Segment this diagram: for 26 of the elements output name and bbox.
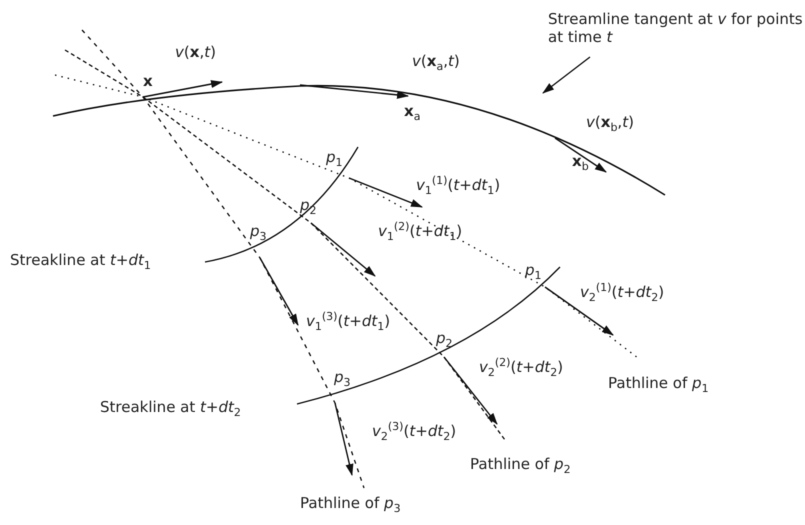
velocity-label: v$_{2}$$^{(1)}$(t+dt$_{2}$)	[580, 283, 664, 301]
particle-label: p$_{3}$	[250, 222, 267, 240]
velocity-label: v(x,t)	[175, 43, 216, 61]
particle-label: p$_{2}$	[300, 196, 317, 214]
streakline-label: Streakline at t+dt$_{2}$	[100, 398, 241, 416]
velocity-label: v$_{1}$$^{(3)}$(t+dt$_{1}$)	[306, 312, 390, 330]
velocity-label: v$_{2}$$^{(3)}$(t+dt$_{2}$)	[372, 422, 456, 440]
particle-label: p$_{3}$	[334, 368, 351, 386]
particle-label: p$_{2}$	[436, 329, 453, 347]
callout-text: Streamline tangent at v for points at time t	[548, 10, 803, 46]
velocity-label: v(x$_{a}$,t)	[412, 52, 460, 70]
particle-label: p$_{1}$	[326, 148, 343, 166]
position-label: x$_{a}$	[404, 102, 420, 120]
velocity-label: v$_{2}$$^{(2)}$(t+dt$_{2}$)	[479, 358, 564, 376]
velocity-label: v$_{1}$$^{(2)}$(t+dt$_{1}$)	[378, 222, 462, 240]
position-label: x	[143, 72, 153, 90]
streakline-label: Streakline at t+dt$_{1}$	[10, 251, 151, 269]
leader-line	[542, 56, 590, 94]
pathline-label: Pathline of p$_{3}$	[300, 494, 401, 512]
velocity-label: v$_{1}$$^{(1)}$(t+dt$_{1}$)	[416, 176, 500, 194]
streamline-curve	[52, 85, 666, 196]
particle-label: p$_{1}$	[525, 261, 542, 279]
pathline-label: Pathline of p$_{2}$	[470, 455, 571, 473]
pathline-label: Pathline of p$_{1}$	[608, 374, 709, 392]
velocity-label: v(x$_{b}$,t)	[586, 113, 634, 131]
position-label: x$_{b}$	[572, 152, 589, 170]
